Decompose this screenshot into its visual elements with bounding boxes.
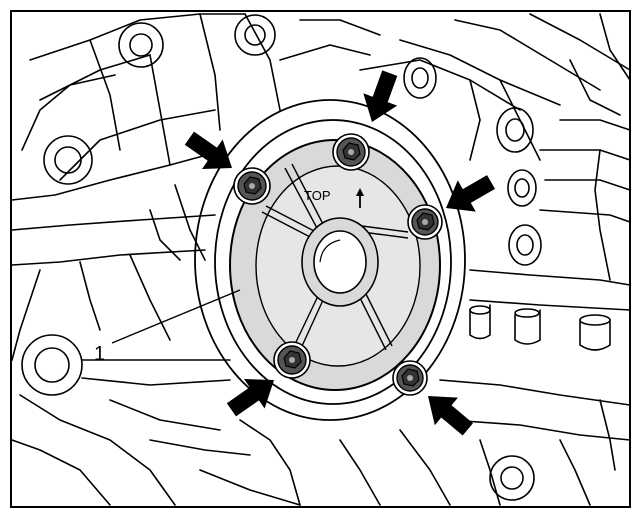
callout-leader-line <box>111 289 241 344</box>
arrow-to-bolt-top <box>363 70 398 122</box>
cover-top-marking: TOP <box>304 188 331 203</box>
bolt-right <box>407 204 443 240</box>
bolt-bottom-right <box>392 360 428 396</box>
callout-number: 1 <box>94 343 105 365</box>
cover-bolts <box>233 133 443 396</box>
arrow-to-bolt-left <box>184 131 232 169</box>
pointer-arrows <box>184 70 496 436</box>
housing-flange <box>194 99 466 421</box>
callout-1: 1 <box>94 289 241 365</box>
bolt-left <box>233 167 271 205</box>
arrow-to-bolt-right <box>446 175 496 212</box>
housing-cover: TOP <box>229 139 441 391</box>
transmission-housing <box>11 13 631 506</box>
top-direction-arrow <box>356 188 364 208</box>
arrow-to-bolt-bottom-left <box>226 379 274 417</box>
arrow-to-bolt-bottom-right <box>428 396 473 436</box>
bolt-top <box>332 133 370 171</box>
figure-frame <box>10 10 631 508</box>
bolt-bottom-left <box>273 341 311 379</box>
